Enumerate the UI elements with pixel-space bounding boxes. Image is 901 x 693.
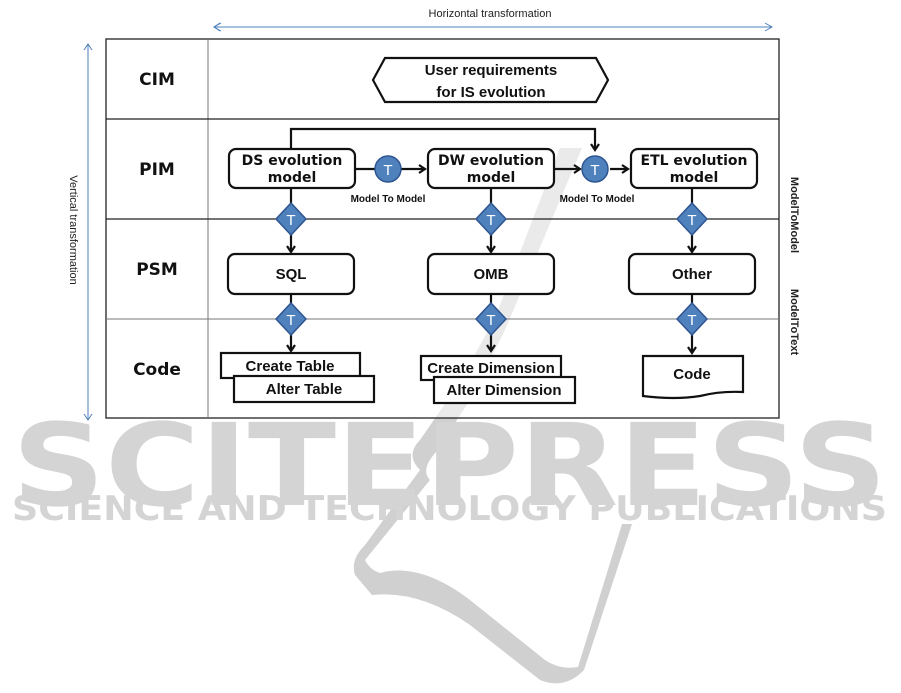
transform-glyph: T (486, 212, 495, 229)
horizontal-arrow-left-tip (213, 22, 221, 32)
transform-diamond-omb[interactable]: T (474, 301, 508, 337)
transform-diamond-icon (675, 201, 709, 237)
model-to-text-label: ModelToText (788, 289, 800, 356)
horizontal-axis: Horizontal transformation (212, 8, 774, 32)
transform-glyph: T (286, 312, 295, 329)
create-table-label: Create Table (246, 358, 335, 375)
vertical-axis: Vertical transformation (67, 43, 93, 421)
transform-diamond-other[interactable]: T (675, 301, 709, 337)
level-label-cim: CIM (139, 70, 175, 90)
transform-glyph: T (383, 162, 392, 179)
transform-glyph: T (486, 312, 495, 329)
create-table-box (219, 351, 362, 380)
etl-model-box (629, 147, 759, 190)
dw-model-line-1: DW evolution (438, 153, 544, 169)
model-to-model-caption-2: Model To Model (560, 194, 635, 205)
psm-other-node[interactable]: Other (627, 252, 757, 296)
psm-sql-node[interactable]: SQL (226, 252, 356, 296)
alter-dimension-label: Alter Dimension (446, 382, 561, 399)
sql-box (226, 252, 356, 296)
vertical-arrow-bottom-tip (83, 413, 93, 421)
code-document-shape (641, 354, 745, 400)
transform-diamond-icon (474, 301, 508, 337)
transform-diamond-icon (474, 201, 508, 237)
other-label: Other (672, 266, 712, 283)
horizontal-axis-label: Horizontal transformation (429, 8, 552, 20)
code-omb-stack[interactable]: Create Dimension Alter Dimension (419, 354, 577, 405)
dw-evolution-model[interactable]: DW evolution model (426, 147, 556, 190)
transform-glyph: T (687, 312, 696, 329)
ds-model-line-2: model (268, 170, 317, 186)
ds-to-etl-bypass-arrow (289, 127, 600, 152)
etl-model-line-2: model (670, 170, 719, 186)
vertical-arrow-top-tip (83, 43, 93, 51)
alter-table-label: Alter Table (266, 381, 342, 398)
watermark: SCITEPRESS SCIENCE AND TECHNOLOGY PUBLIC… (12, 148, 887, 684)
transform-diamond-ds[interactable]: T (274, 201, 308, 237)
code-other-document[interactable]: Code (641, 354, 745, 400)
omb-label: OMB (474, 266, 509, 283)
transform-diamond-icon (274, 201, 308, 237)
requirements-hexagon (371, 56, 610, 104)
sql-label: SQL (276, 266, 307, 283)
requirements-line-2: for IS evolution (436, 84, 545, 101)
level-label-psm: PSM (136, 260, 178, 280)
alter-dimension-box (432, 375, 577, 405)
cim-requirements-node[interactable]: User requirements for IS evolution (371, 56, 610, 104)
etl-evolution-model[interactable]: ETL evolution model (629, 147, 759, 190)
transform-glyph: T (286, 212, 295, 229)
code-document-label: Code (673, 366, 711, 383)
transform-diamond-icon (675, 301, 709, 337)
code-sql-stack[interactable]: Create Table Alter Table (219, 351, 376, 404)
transform-diamond-dw[interactable]: T (474, 201, 508, 237)
transform-circle-icon (374, 155, 402, 183)
omb-box (426, 252, 556, 296)
psm-omb-node[interactable]: OMB (426, 252, 556, 296)
ds-evolution-model[interactable]: DS evolution model (227, 147, 357, 190)
ds-model-line-1: DS evolution (242, 153, 343, 169)
etl-model-line-1: ETL evolution (641, 153, 748, 169)
transform-circle-2[interactable]: T (581, 155, 609, 183)
model-to-model-label: ModelToModel (788, 177, 800, 253)
alter-table-box (232, 374, 376, 404)
transform-diamond-icon (274, 301, 308, 337)
level-label-code: Code (133, 360, 181, 380)
level-label-pim: PIM (139, 160, 175, 180)
transform-diamond-etl[interactable]: T (675, 201, 709, 237)
transform-circle-icon (581, 155, 609, 183)
create-dimension-label: Create Dimension (427, 360, 555, 377)
watermark-subtitle-text: SCIENCE AND TECHNOLOGY PUBLICATIONS (12, 489, 887, 529)
transform-glyph: T (687, 212, 696, 229)
transform-circle-1[interactable]: T (374, 155, 402, 183)
vertical-axis-label: Vertical transformation (67, 175, 79, 284)
other-box (627, 252, 757, 296)
transform-diamond-sql[interactable]: T (274, 301, 308, 337)
watermark-title: SCITEPRESS (12, 399, 887, 532)
dw-model-line-2: model (467, 170, 516, 186)
requirements-line-1: User requirements (425, 62, 558, 79)
transform-glyph: T (590, 162, 599, 179)
model-to-model-caption-1: Model To Model (351, 194, 426, 205)
